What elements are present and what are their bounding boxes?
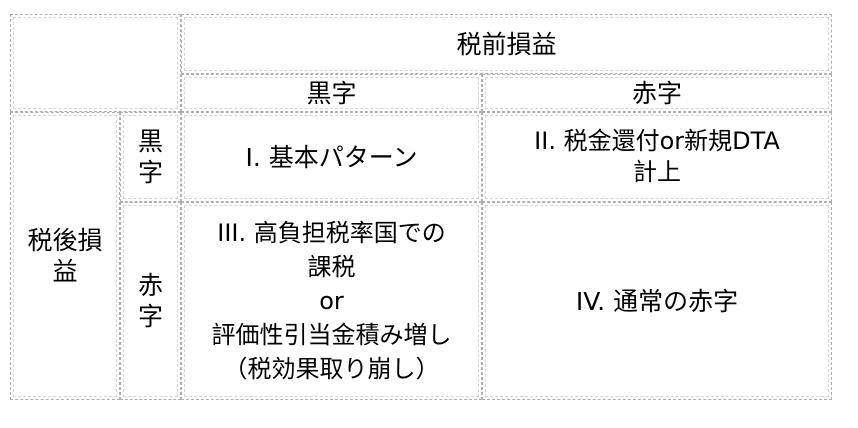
- cell-pattern-3-line-5: （税効果取り崩し）: [223, 355, 440, 383]
- cell-pattern-3: III. 高負担税率国での 課税 or 評価性引当金積み増し （税効果取り崩し）: [181, 202, 482, 400]
- posttax-header: 税後損 益: [10, 112, 120, 400]
- col-header-profit: 黒字: [181, 74, 482, 112]
- cell-pattern-3-line-1: III. 高負担税率国での: [217, 219, 446, 247]
- profit-loss-matrix-table: 税前損益 黒字 赤字 税後損 益 黒 字 赤 字 I. 基本パターン II. 税…: [10, 14, 832, 400]
- col-header-loss-label: 赤字: [631, 78, 682, 108]
- cell-pattern-4-text: IV. 通常の赤字: [575, 286, 739, 316]
- row-header-loss-line-1: 赤: [137, 271, 163, 300]
- col-header-profit-label: 黒字: [306, 78, 357, 108]
- row-header-profit-line-2: 字: [137, 158, 163, 187]
- pretax-header: 税前損益: [181, 14, 832, 74]
- cell-pattern-2: II. 税金還付or新規DTA 計上: [482, 112, 832, 202]
- cell-pattern-3-line-2: 課税: [307, 253, 356, 281]
- cell-pattern-1: I. 基本パターン: [181, 112, 482, 202]
- cell-pattern-3-line-3: or: [319, 287, 344, 315]
- posttax-header-line-1: 税後損: [27, 226, 103, 255]
- row-header-profit: 黒 字: [120, 112, 181, 202]
- col-header-loss: 赤字: [482, 74, 832, 112]
- corner-cell: [10, 14, 181, 112]
- row-header-profit-line-1: 黒: [137, 127, 163, 156]
- pretax-header-label: 税前損益: [456, 29, 557, 59]
- cell-pattern-2-line-2: 計上: [633, 158, 681, 186]
- row-header-loss-line-2: 字: [137, 302, 163, 331]
- posttax-header-line-2: 益: [52, 257, 78, 286]
- cell-pattern-2-line-1: II. 税金還付or新規DTA: [534, 127, 780, 155]
- cell-pattern-1-text: I. 基本パターン: [245, 142, 418, 172]
- cell-pattern-4: IV. 通常の赤字: [482, 202, 832, 400]
- row-header-loss: 赤 字: [120, 202, 181, 400]
- cell-pattern-3-line-4: 評価性引当金積み増し: [211, 321, 452, 349]
